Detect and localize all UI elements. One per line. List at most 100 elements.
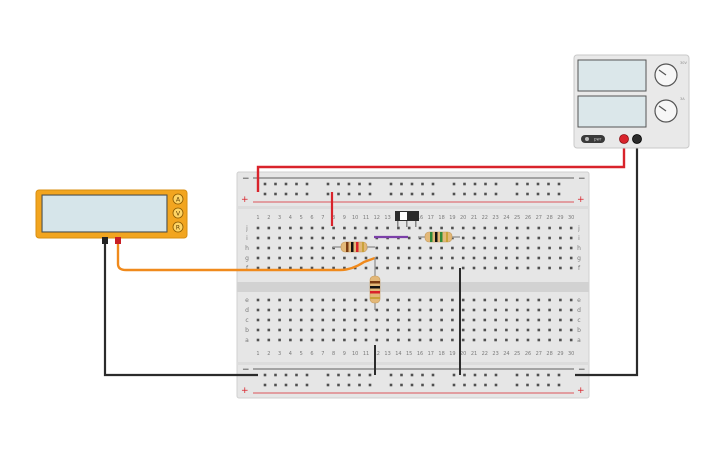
terminal-hole[interactable]	[353, 226, 357, 230]
terminal-hole[interactable]	[256, 318, 260, 322]
rail-hole[interactable]	[547, 182, 550, 186]
terminal-hole[interactable]	[353, 256, 357, 260]
terminal-hole[interactable]	[321, 338, 325, 342]
terminal-hole[interactable]	[429, 338, 433, 342]
terminal-hole[interactable]	[299, 256, 303, 260]
terminal-hole[interactable]	[526, 338, 530, 342]
terminal-hole[interactable]	[321, 308, 325, 312]
terminal-hole[interactable]	[256, 338, 260, 342]
terminal-hole[interactable]	[418, 298, 422, 302]
terminal-hole[interactable]	[343, 338, 346, 342]
rail-hole[interactable]	[263, 383, 267, 387]
terminal-hole[interactable]	[429, 298, 433, 302]
terminal-hole[interactable]	[494, 298, 497, 302]
rail-hole[interactable]	[494, 182, 498, 186]
terminal-hole[interactable]	[353, 236, 357, 240]
terminal-hole[interactable]	[353, 318, 357, 322]
terminal-hole[interactable]	[505, 236, 508, 240]
terminal-hole[interactable]	[569, 308, 573, 312]
terminal-hole[interactable]	[526, 328, 530, 332]
terminal-hole[interactable]	[505, 308, 508, 312]
terminal-hole[interactable]	[548, 318, 551, 322]
terminal-hole[interactable]	[483, 338, 487, 342]
terminal-hole[interactable]	[299, 318, 303, 322]
terminal-hole[interactable]	[343, 328, 346, 332]
rail-hole[interactable]	[389, 192, 393, 196]
terminal-hole[interactable]	[451, 236, 454, 240]
terminal-hole[interactable]	[267, 256, 271, 260]
rail-hole[interactable]	[368, 182, 372, 186]
terminal-hole[interactable]	[289, 318, 292, 322]
terminal-hole[interactable]	[418, 226, 422, 230]
terminal-hole[interactable]	[407, 246, 411, 250]
rail-hole[interactable]	[515, 383, 519, 387]
rail-hole[interactable]	[358, 373, 361, 377]
terminal-hole[interactable]	[494, 226, 497, 230]
terminal-hole[interactable]	[332, 328, 335, 332]
rail-hole[interactable]	[400, 192, 403, 196]
terminal-hole[interactable]	[559, 328, 562, 332]
rail-hole[interactable]	[557, 383, 561, 387]
terminal-hole[interactable]	[461, 308, 465, 312]
terminal-hole[interactable]	[397, 226, 400, 230]
terminal-hole[interactable]	[321, 328, 325, 332]
terminal-hole[interactable]	[472, 236, 476, 240]
terminal-hole[interactable]	[505, 256, 508, 260]
terminal-hole[interactable]	[289, 246, 292, 250]
terminal-hole[interactable]	[321, 298, 325, 302]
terminal-hole[interactable]	[364, 328, 368, 332]
rail-hole[interactable]	[358, 383, 361, 387]
terminal-hole[interactable]	[332, 318, 335, 322]
rail-hole[interactable]	[274, 373, 277, 377]
terminal-hole[interactable]	[559, 318, 562, 322]
terminal-hole[interactable]	[483, 236, 487, 240]
rail-hole[interactable]	[284, 383, 288, 387]
terminal-hole[interactable]	[386, 256, 389, 260]
rail-hole[interactable]	[473, 182, 477, 186]
rail-hole[interactable]	[263, 373, 267, 377]
rail-hole[interactable]	[473, 192, 477, 196]
terminal-hole[interactable]	[494, 308, 497, 312]
rail-hole[interactable]	[484, 383, 487, 387]
rail-hole[interactable]	[368, 192, 372, 196]
rail-hole[interactable]	[347, 182, 351, 186]
terminal-hole[interactable]	[321, 318, 325, 322]
positive-terminal[interactable]	[619, 134, 629, 144]
terminal-hole[interactable]	[505, 266, 508, 270]
terminal-hole[interactable]	[397, 298, 400, 302]
slide-switch[interactable]	[395, 211, 419, 227]
terminal-hole[interactable]	[397, 256, 400, 260]
terminal-hole[interactable]	[440, 256, 443, 260]
rail-hole[interactable]	[463, 182, 466, 186]
terminal-hole[interactable]	[451, 318, 454, 322]
terminal-hole[interactable]	[375, 338, 379, 342]
terminal-hole[interactable]	[429, 226, 433, 230]
terminal-hole[interactable]	[332, 298, 335, 302]
rail-hole[interactable]	[326, 383, 330, 387]
rail-hole[interactable]	[547, 373, 550, 377]
terminal-hole[interactable]	[559, 256, 562, 260]
terminal-hole[interactable]	[397, 246, 400, 250]
terminal-hole[interactable]	[353, 328, 357, 332]
terminal-hole[interactable]	[483, 328, 487, 332]
rail-hole[interactable]	[337, 383, 340, 387]
rail-hole[interactable]	[274, 182, 277, 186]
terminal-hole[interactable]	[461, 256, 465, 260]
terminal-hole[interactable]	[418, 328, 422, 332]
terminal-hole[interactable]	[267, 226, 271, 230]
terminal-hole[interactable]	[526, 266, 530, 270]
terminal-hole[interactable]	[299, 226, 303, 230]
terminal-hole[interactable]	[505, 226, 508, 230]
terminal-hole[interactable]	[267, 236, 271, 240]
terminal-hole[interactable]	[267, 308, 271, 312]
terminal-hole[interactable]	[548, 226, 551, 230]
terminal-hole[interactable]	[299, 308, 303, 312]
terminal-hole[interactable]	[440, 266, 443, 270]
terminal-hole[interactable]	[289, 236, 292, 240]
terminal-hole[interactable]	[537, 338, 541, 342]
rail-hole[interactable]	[526, 373, 529, 377]
terminal-hole[interactable]	[386, 338, 389, 342]
terminal-hole[interactable]	[461, 318, 465, 322]
rail-hole[interactable]	[410, 373, 414, 377]
terminal-hole[interactable]	[451, 246, 454, 250]
